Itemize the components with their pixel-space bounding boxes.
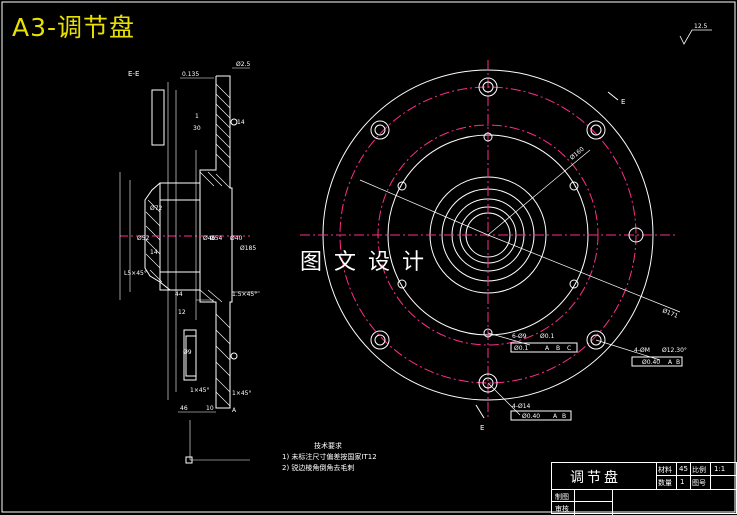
bolt-hole xyxy=(628,227,644,243)
fcf-box-2 xyxy=(631,356,683,367)
small-hole xyxy=(397,279,407,289)
dim-text: A xyxy=(232,407,237,414)
section-marker xyxy=(607,91,619,101)
fcf-text: B xyxy=(676,359,680,366)
section-marker xyxy=(475,404,485,419)
qty-value: 1 xyxy=(680,478,685,486)
roughness-symbol xyxy=(679,29,712,45)
dim-text: 1×45° xyxy=(190,387,209,394)
small-holes xyxy=(397,132,579,338)
fcf-text: Ø0.40 xyxy=(522,413,540,420)
bolt-hole xyxy=(370,330,390,350)
leader-line xyxy=(487,149,591,236)
scale-value: 1:1 xyxy=(714,465,726,473)
small-hole xyxy=(483,132,493,142)
dim-text: Ø54 xyxy=(210,235,223,242)
leader-line xyxy=(359,179,489,236)
chamfer-text: Ø12.30° xyxy=(662,347,687,354)
callout-text: Ø171 xyxy=(661,307,679,320)
fcf-text: Ø0.40 xyxy=(642,359,660,366)
bolt-hole xyxy=(478,77,498,97)
dim-text: Ø9 xyxy=(183,349,192,356)
datum-circle-2 xyxy=(230,352,238,360)
dim-text: Ø2.5 xyxy=(236,61,250,68)
front-dim-texts: E E 12.5 Ø160 Ø171 6-Ø9 4-ØM Ø0.1 4-Ø14 … xyxy=(480,23,708,432)
bolt-hole xyxy=(478,373,498,393)
dim-text: 0.135 xyxy=(182,71,199,78)
dim-text: 10 xyxy=(206,405,214,412)
callout-text: Ø160 xyxy=(569,146,586,162)
hatch-area xyxy=(145,83,231,407)
dim-text: Ø52 xyxy=(137,235,150,242)
front-view xyxy=(300,29,712,421)
fcf-box-3 xyxy=(510,410,572,421)
datum-box xyxy=(185,456,193,464)
dim-text: 46 xyxy=(180,405,188,412)
fcf-text: B xyxy=(556,345,560,352)
section-mark-text: E xyxy=(621,98,625,106)
dim-text: 1 xyxy=(195,113,199,120)
fcf-text: A xyxy=(545,345,550,352)
section-fcf-1 xyxy=(151,89,165,146)
dim-text: 12 xyxy=(178,309,186,316)
dim-text: 1.5×45° xyxy=(232,291,257,298)
dim-text: Ø72 xyxy=(150,205,163,212)
callout-text: 4-ØM xyxy=(634,347,650,354)
small-hole xyxy=(569,279,579,289)
title-block: 调节盘 材料 45 比例 1:1 数量 1 图号 制图 审核 xyxy=(551,462,737,515)
bolt-hole xyxy=(370,120,390,140)
dim-text: L5×45° xyxy=(124,270,147,277)
dim-text: Ø185 xyxy=(240,245,256,252)
leader-line xyxy=(487,382,521,416)
qty-label: 数量 xyxy=(658,479,672,487)
fcf-text: A xyxy=(553,413,558,420)
section-view: E-E xyxy=(119,67,260,464)
check-label: 审核 xyxy=(555,505,569,513)
dim-text: 14 xyxy=(150,249,158,256)
bolt-holes xyxy=(370,77,644,393)
tech-requirements-heading: 技术要求 xyxy=(314,442,342,450)
bolt-hole xyxy=(586,330,606,350)
callout-text: 4-Ø14 xyxy=(512,403,531,410)
section-mark-text: E xyxy=(480,424,484,432)
drawing-no-label: 图号 xyxy=(692,479,706,487)
small-hole xyxy=(569,181,579,191)
fcf-text: Ø0.1 xyxy=(514,345,528,352)
dim-text: 1×45° xyxy=(232,390,251,397)
material-value: 45 xyxy=(679,465,688,473)
section-dim-texts: 0.135 Ø2.5 1 30 14 Ø72 Ø52 Ø46 Ø54 Ø40 Ø… xyxy=(124,61,257,414)
dim-text: 44 xyxy=(175,291,183,298)
small-hole xyxy=(483,328,493,338)
tech-requirement-item: 1) 未标注尺寸偏差按国家IT12 xyxy=(282,453,377,461)
tech-requirements: 技术要求 1) 未标注尺寸偏差按国家IT12 2) 锐边棱角倒角去毛刺 xyxy=(282,441,377,474)
callout-text: Ø0.1 xyxy=(540,333,554,340)
leader-line xyxy=(487,234,681,313)
fcf-text: B xyxy=(562,413,566,420)
fcf-text: A xyxy=(668,359,673,366)
datum-circle-1 xyxy=(230,118,238,126)
part-name: 调节盘 xyxy=(570,470,621,486)
sheet-title: A3-调节盘 xyxy=(12,13,136,42)
fcf-box-1 xyxy=(510,342,578,353)
dim-text: Ø40 xyxy=(230,235,243,242)
dim-text: 14 xyxy=(237,119,245,126)
small-hole xyxy=(397,181,407,191)
scale-label: 比例 xyxy=(692,466,706,474)
section-outline xyxy=(144,75,233,409)
roughness-text: 12.5 xyxy=(694,23,708,30)
material-label: 材料 xyxy=(658,466,672,474)
dim-text: 30 xyxy=(193,125,201,132)
watermark: 图文设计 xyxy=(300,250,437,275)
callout-text: 6-Ø9 xyxy=(512,333,527,340)
section-label: E-E xyxy=(128,70,139,78)
fcf-text: C xyxy=(567,345,571,352)
drawn-label: 制图 xyxy=(555,493,569,501)
tech-requirement-item: 2) 锐边棱角倒角去毛刺 xyxy=(282,464,355,472)
bolt-hole xyxy=(586,120,606,140)
dim-text: Ø46 xyxy=(203,235,216,242)
section-fcf-2 xyxy=(185,335,197,377)
